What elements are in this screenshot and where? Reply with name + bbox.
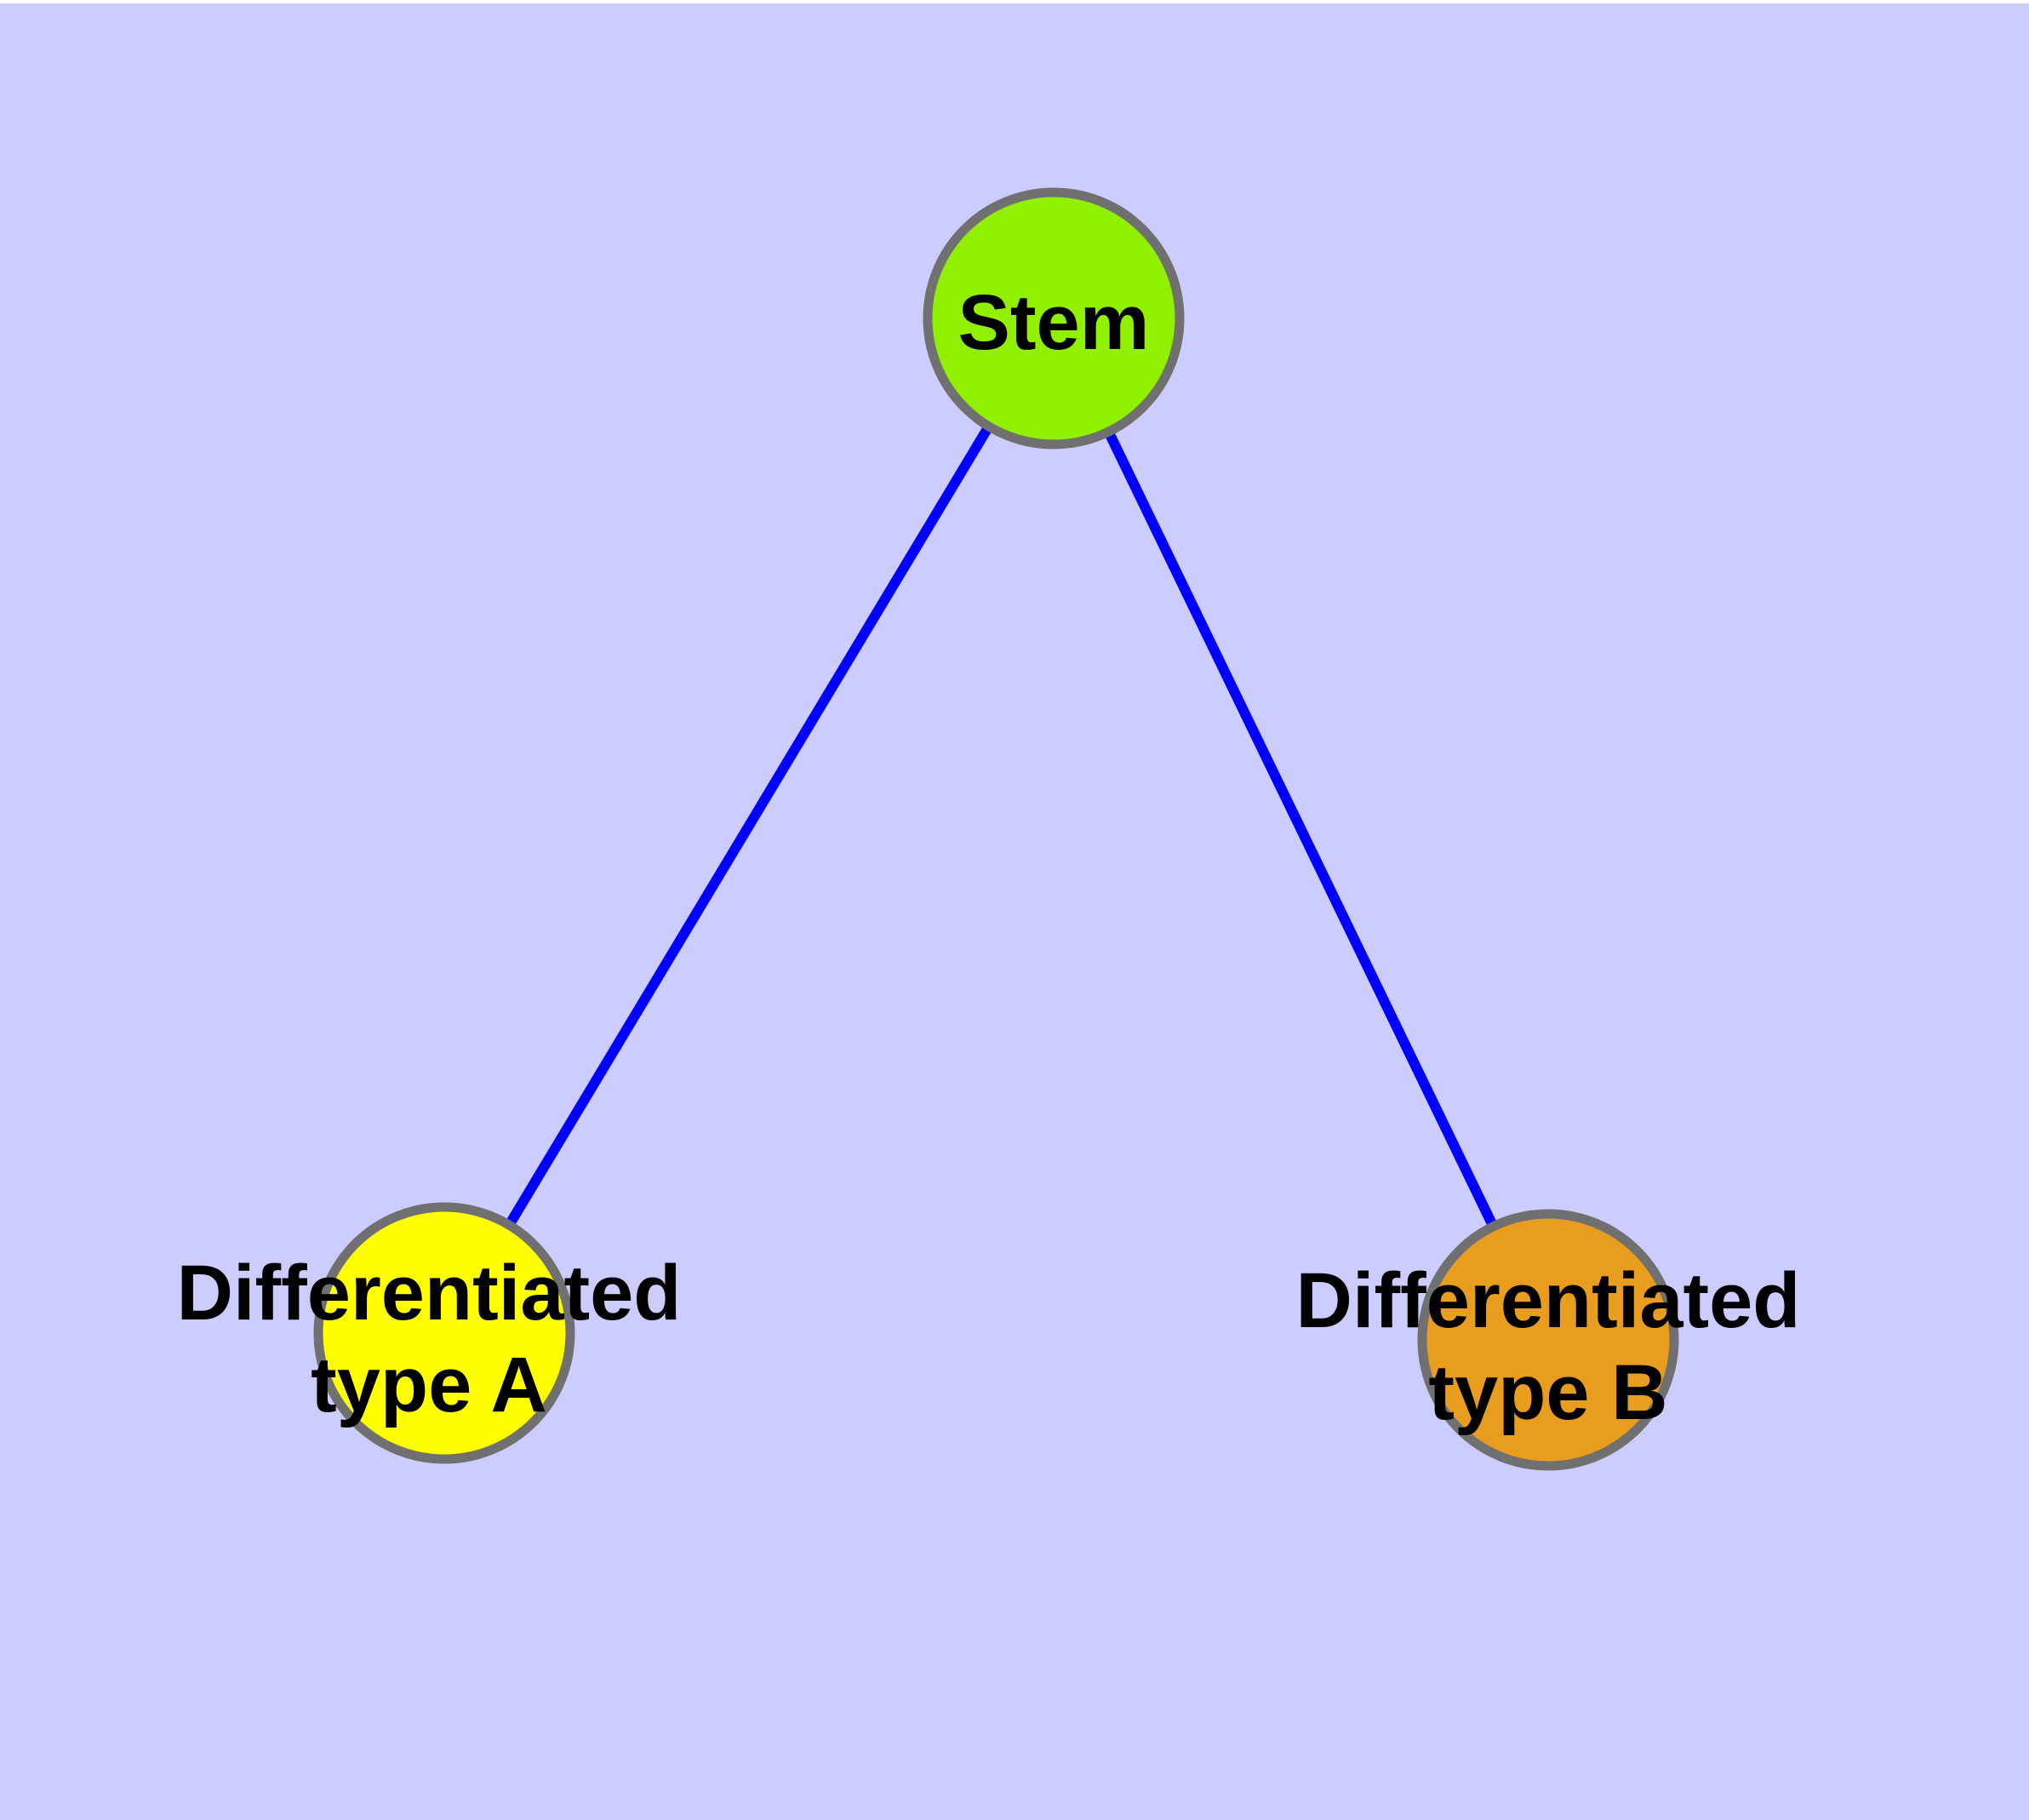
node-stem-circle [923,187,1185,449]
diagram-plot-area: Stem Differentiated type A Differentiate… [0,3,2029,1820]
node-type-b-label: Differentiated type B [1296,1255,1801,1439]
edge-stem-to-type-b [1049,316,1553,1342]
edge-stem-to-type-a [439,315,1059,1336]
node-type-b-label-line2: type B [1428,1349,1668,1436]
node-type-a-label: Differentiated type A [177,1247,682,1431]
node-type-b-circle [1417,1209,1679,1471]
node-type-a-circle [313,1202,575,1464]
node-type-a-label-line2: type A [311,1342,547,1428]
node-type-a-label-line1: Differentiated [176,1250,682,1336]
node-stem-label: Stem [957,279,1150,366]
graph-svg [313,187,1679,1471]
node-type-b-label-line1: Differentiated [1295,1257,1801,1344]
